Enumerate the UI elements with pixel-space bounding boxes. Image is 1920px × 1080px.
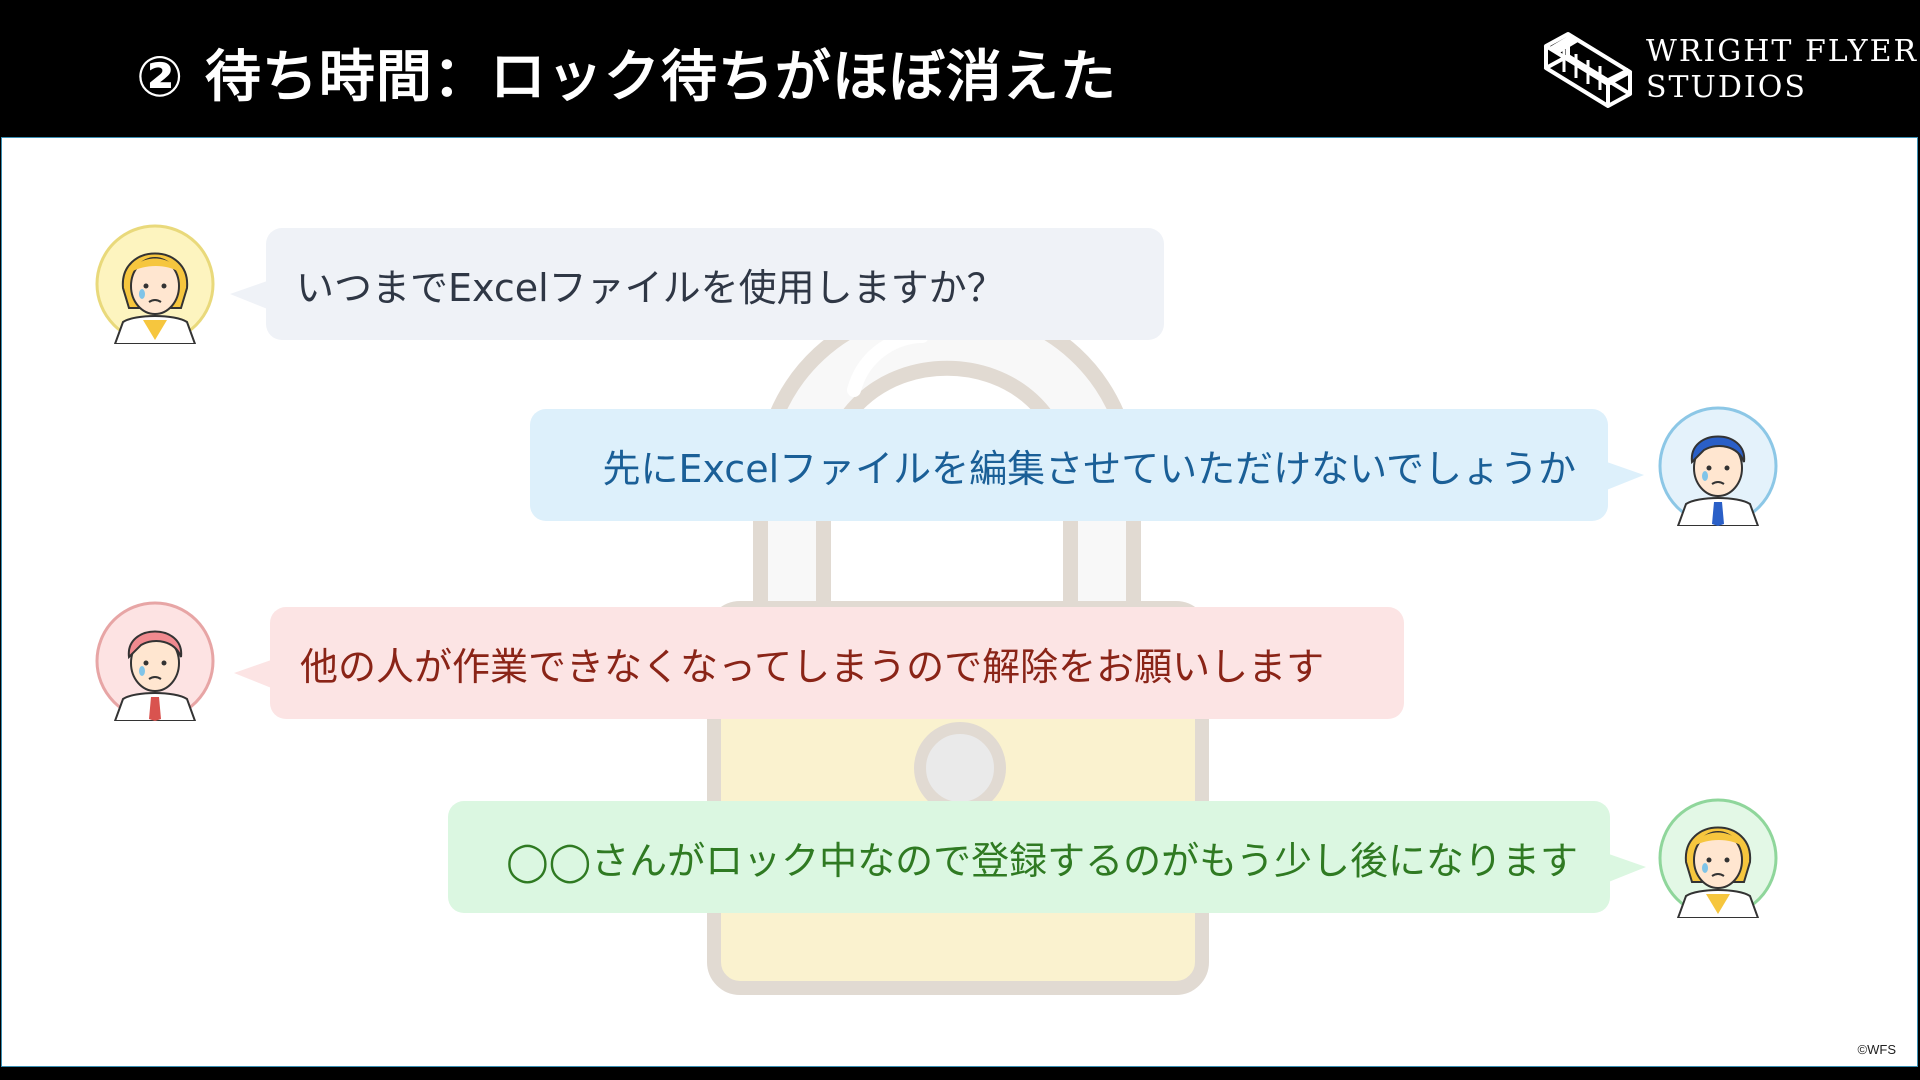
bubble-tail bbox=[230, 280, 270, 310]
slide-content: いつまでExcelファイルを使用しますか？ 先にExcelファイルを編集させてい… bbox=[1, 137, 1918, 1067]
chat-bubble-4: ◯◯さんがロック中なので登録するのがもう少し後になります bbox=[448, 801, 1646, 913]
slide-title: ② 待ち時間：ロック待ちがほぼ消えた bbox=[136, 45, 1117, 110]
bubble-tail bbox=[234, 659, 274, 689]
avatar-man-pink bbox=[95, 601, 215, 721]
biplane-icon bbox=[1544, 32, 1632, 108]
chat-message-3: 他の人が作業できなくなってしまうので解除をお願いします bbox=[300, 644, 1325, 689]
chat-bubble-1: いつまでExcelファイルを使用しますか？ bbox=[230, 228, 1164, 340]
chat-bubble-2: 先にExcelファイルを編集させていただけないでしょうか bbox=[530, 409, 1644, 521]
avatar-man-blue bbox=[1658, 406, 1778, 526]
chat-message-1: いつまでExcelファイルを使用しますか？ bbox=[296, 265, 1005, 310]
logo-line-1: WRIGHT FLYER bbox=[1646, 34, 1919, 69]
chat-message-4: ◯◯さんがロック中なので登録するのがもう少し後になります bbox=[506, 838, 1578, 883]
avatar-woman-green bbox=[1658, 798, 1778, 918]
bubble-tail bbox=[1606, 853, 1646, 883]
copyright-notice: ©WFS bbox=[1857, 1042, 1896, 1057]
avatar-woman-yellow bbox=[95, 224, 215, 344]
logo-wordmark: WRIGHT FLYER STUDIOS bbox=[1646, 34, 1918, 106]
bubble-tail bbox=[1604, 461, 1644, 491]
logo-line-2: STUDIOS bbox=[1646, 70, 1807, 105]
company-logo: WRIGHT FLYER STUDIOS bbox=[1538, 28, 1916, 112]
chat-bubble-3: 他の人が作業できなくなってしまうので解除をお願いします bbox=[234, 607, 1404, 719]
chat-message-2: 先にExcelファイルを編集させていただけないでしょうか bbox=[602, 446, 1576, 491]
slide-header: ② 待ち時間：ロック待ちがほぼ消えた WRIGHT FLYER STUDIO bbox=[0, 0, 1920, 137]
